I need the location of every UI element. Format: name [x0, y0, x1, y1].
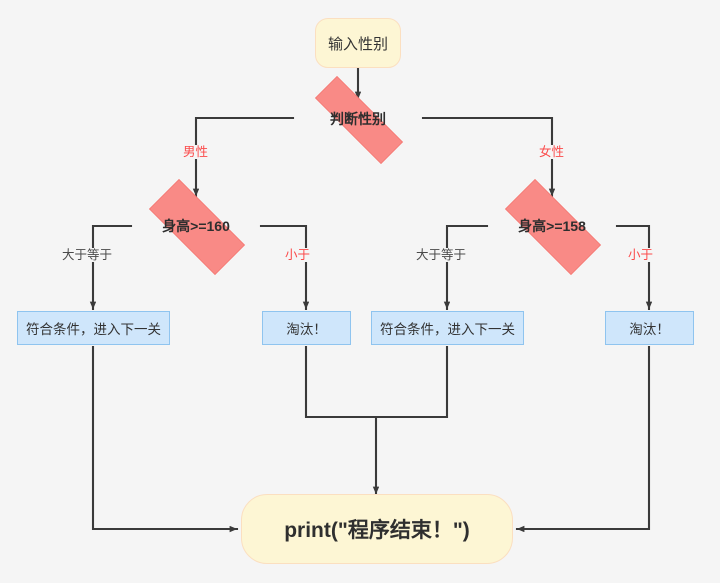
node-male-fail-label: 淘汰！: [286, 322, 327, 337]
node-decision-height-female[interactable]: 身高>=158: [487, 179, 617, 275]
edge-merge-middle-to-end: [304, 345, 449, 419]
node-decision-gender-label: 判断性别: [330, 111, 386, 127]
node-female-fail[interactable]: 淘汰！: [605, 311, 694, 345]
node-female-pass[interactable]: 符合条件，进入下一关: [371, 311, 524, 345]
edge-female-fail-to-end: [515, 345, 651, 533]
edge-label-female: 女性: [537, 145, 567, 160]
edge-male-lt: [259, 224, 310, 311]
node-decision-height-male[interactable]: 身高>=160: [131, 179, 261, 275]
node-start[interactable]: 输入性别: [315, 18, 401, 68]
node-decision-gender[interactable]: 判断性别: [293, 76, 423, 164]
node-male-fail[interactable]: 淘汰！: [262, 311, 351, 345]
edge-gender-to-male: [192, 116, 295, 198]
node-start-label: 输入性别: [327, 35, 388, 53]
edge-label-female-lt: 小于: [626, 248, 656, 263]
node-decision-height-male-label: 身高>=160: [162, 218, 230, 234]
edge-label-male-ge: 大于等于: [60, 248, 115, 263]
node-decision-height-female-label: 身高>=158: [518, 218, 586, 234]
edge-label-male: 男性: [181, 145, 211, 160]
edge-label-male-lt: 小于: [283, 248, 313, 263]
edge-male-pass-to-end: [91, 345, 239, 533]
node-end[interactable]: print("程序结束！"): [241, 494, 513, 564]
node-female-fail-label: 淘汰！: [629, 322, 670, 337]
node-female-pass-label: 符合条件，进入下一关: [380, 322, 515, 337]
edge-female-lt: [615, 224, 653, 311]
node-end-label: print("程序结束！"): [284, 519, 470, 542]
edge-label-female-ge: 大于等于: [414, 248, 469, 263]
node-male-pass[interactable]: 符合条件，进入下一关: [17, 311, 170, 345]
node-male-pass-label: 符合条件，进入下一关: [26, 322, 161, 337]
edge-gender-to-female: [421, 116, 556, 198]
edge-male-ge: [89, 224, 133, 311]
edge-female-ge: [443, 224, 489, 311]
